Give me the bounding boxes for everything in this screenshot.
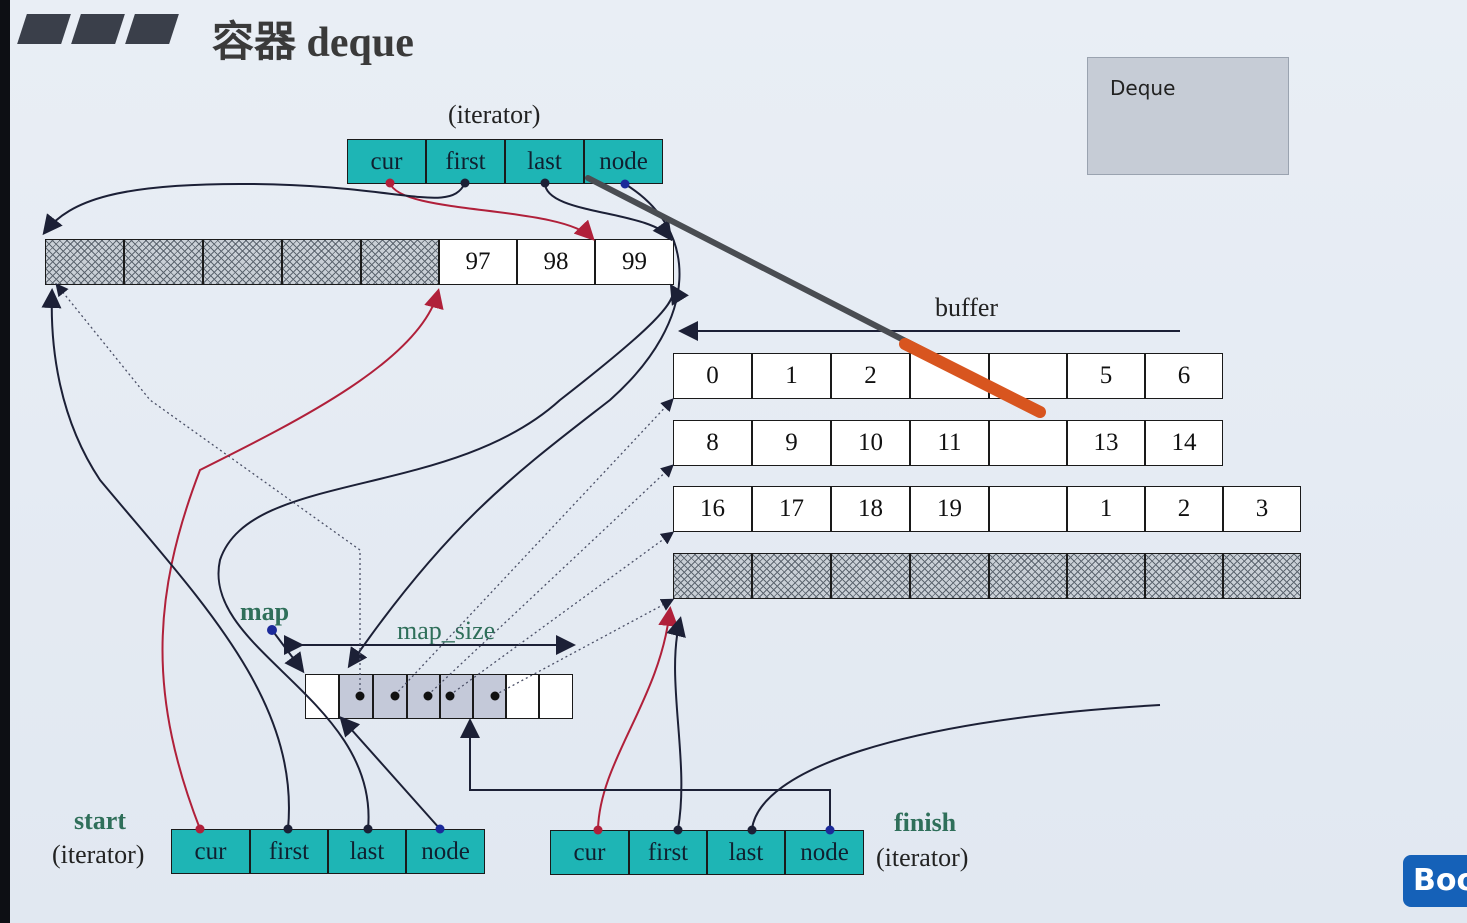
buffer-cell: 18	[831, 486, 910, 532]
buffer-cell: 0	[673, 353, 752, 399]
finish-label: finish	[894, 808, 957, 837]
map-cell	[407, 674, 440, 719]
start-iterator-label: (iterator)	[52, 840, 145, 869]
inset-panel	[1087, 57, 1289, 175]
finish-iterator-label: (iterator)	[876, 843, 969, 872]
iterator-label: (iterator)	[448, 100, 541, 129]
buffer-cell: 99	[595, 239, 674, 285]
map-cell	[539, 674, 573, 719]
buffer-cell-empty	[673, 553, 752, 599]
buffer-cell-empty	[1223, 553, 1301, 599]
slide-title: 容器 deque	[212, 17, 414, 66]
iterator-node: node	[584, 139, 663, 184]
buffer-cell: 16	[673, 486, 752, 532]
buffer-cell: 2	[1145, 486, 1223, 532]
buffer-label: buffer	[935, 293, 999, 322]
buffer-cell: 9	[752, 420, 831, 466]
map-cell	[339, 674, 373, 719]
buffer-cell-empty	[989, 553, 1067, 599]
buffer-cell: 1	[1067, 486, 1145, 532]
buffer-cell-empty	[1067, 553, 1145, 599]
start-first: first	[250, 829, 328, 874]
buffer-cell: 8	[673, 420, 752, 466]
finish-last: last	[707, 830, 785, 875]
buffer-cell-empty	[124, 239, 203, 285]
buffer-cell-empty	[203, 239, 282, 285]
start-node: node	[406, 829, 485, 874]
buffer-cell: 2	[831, 353, 910, 399]
buffer-cell-empty	[361, 239, 439, 285]
buffer-cell-empty	[910, 553, 989, 599]
finish-cur: cur	[550, 830, 629, 875]
buffer-cell-empty	[831, 553, 910, 599]
buffer-cell: 10	[831, 420, 910, 466]
iterator-cur: cur	[347, 139, 426, 184]
start-cur: cur	[171, 829, 250, 874]
buffer-cell-empty	[1145, 553, 1223, 599]
buffer-cell: 19	[910, 486, 989, 532]
map-cell	[506, 674, 539, 719]
buffer-cell: 1	[752, 353, 831, 399]
buffer-cell-empty	[45, 239, 124, 285]
finish-node: node	[785, 830, 864, 875]
buffer-cell: 3	[1223, 486, 1301, 532]
finish-first: first	[629, 830, 707, 875]
buffer-cell	[989, 420, 1067, 466]
map-cell	[373, 674, 407, 719]
buffer-cell: 6	[1145, 353, 1223, 399]
map-label: map	[240, 597, 290, 626]
logo: Boo	[1403, 855, 1467, 907]
buffer-cell: 97	[439, 239, 517, 285]
buffer-cell: 14	[1145, 420, 1223, 466]
map-cell	[473, 674, 506, 719]
buffer-cell: 13	[1067, 420, 1145, 466]
buffer-cell: 98	[517, 239, 595, 285]
start-label: start	[74, 806, 126, 835]
inset-label: Deque	[1110, 76, 1176, 100]
buffer-cell-empty	[752, 553, 831, 599]
map-cell	[440, 674, 473, 719]
buffer-cell: 11	[910, 420, 989, 466]
buffer-cell: 17	[752, 486, 831, 532]
buffer-cell: 5	[1067, 353, 1145, 399]
buffer-cell-empty	[282, 239, 361, 285]
buffer-cell	[989, 486, 1067, 532]
